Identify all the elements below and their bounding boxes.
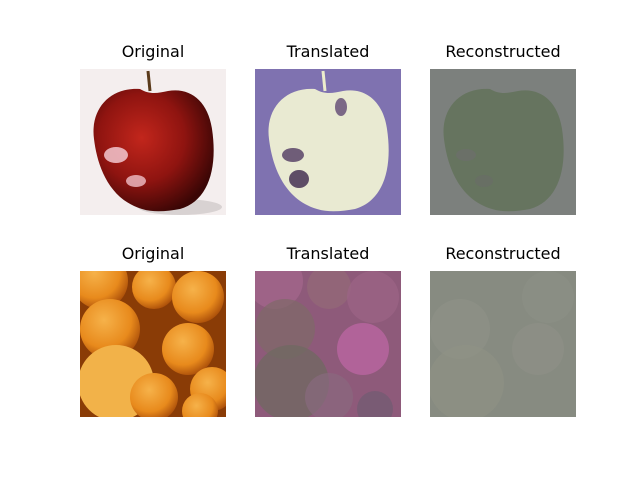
apple-reconstructed-image xyxy=(430,69,576,215)
orange-translated-image xyxy=(255,271,401,417)
panel-title: Original xyxy=(121,244,185,263)
orange-reconstructed-image xyxy=(430,271,576,417)
panel-title: Original xyxy=(121,42,185,61)
apple-translated-image xyxy=(255,69,401,215)
orange-original-image xyxy=(80,271,226,417)
panel-title: Reconstructed xyxy=(445,42,561,61)
panel-title: Translated xyxy=(286,42,370,61)
apple-original-image xyxy=(80,69,226,215)
panel-title: Translated xyxy=(286,244,370,263)
panel-title: Reconstructed xyxy=(445,244,561,263)
